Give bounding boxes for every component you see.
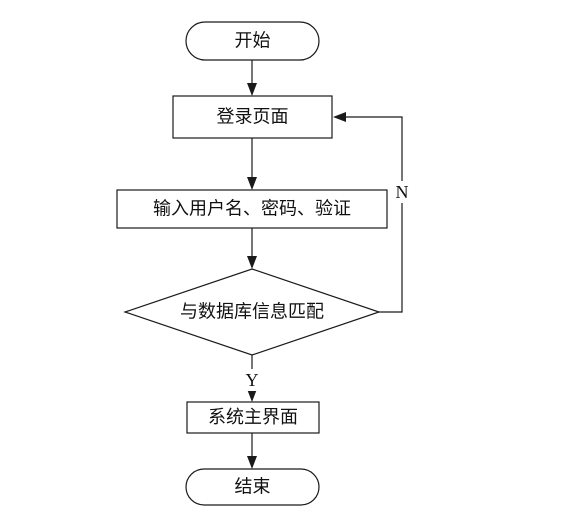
- start-label: 开始: [235, 31, 271, 52]
- arrowhead-start-to-login: [247, 83, 257, 96]
- end-label: 结束: [235, 477, 271, 498]
- arrowhead-login-to-input: [247, 177, 257, 190]
- no-branch-label: N: [396, 182, 409, 202]
- end-terminal: [185, 468, 320, 506]
- arrow-no-loop-back: [345, 116, 403, 313]
- arrowhead-no-loop-back: [333, 112, 346, 122]
- yes-branch-label: Y: [246, 370, 259, 390]
- main-interface-box: [186, 401, 320, 434]
- database-match-label: 与数据库信息匹配: [180, 302, 324, 323]
- no-label-background: [393, 181, 411, 203]
- main-interface-label: 系统主界面: [208, 407, 298, 428]
- login-page-label: 登录页面: [217, 107, 289, 128]
- input-credentials-label: 输入用户名、密码、验证: [153, 199, 351, 220]
- login-page-box: [172, 95, 333, 139]
- arrowhead-input-to-match: [247, 256, 257, 269]
- yes-label-background: [243, 369, 261, 391]
- arrowhead-yes-to-main: [247, 389, 257, 402]
- arrowhead-main-to-end: [247, 456, 257, 469]
